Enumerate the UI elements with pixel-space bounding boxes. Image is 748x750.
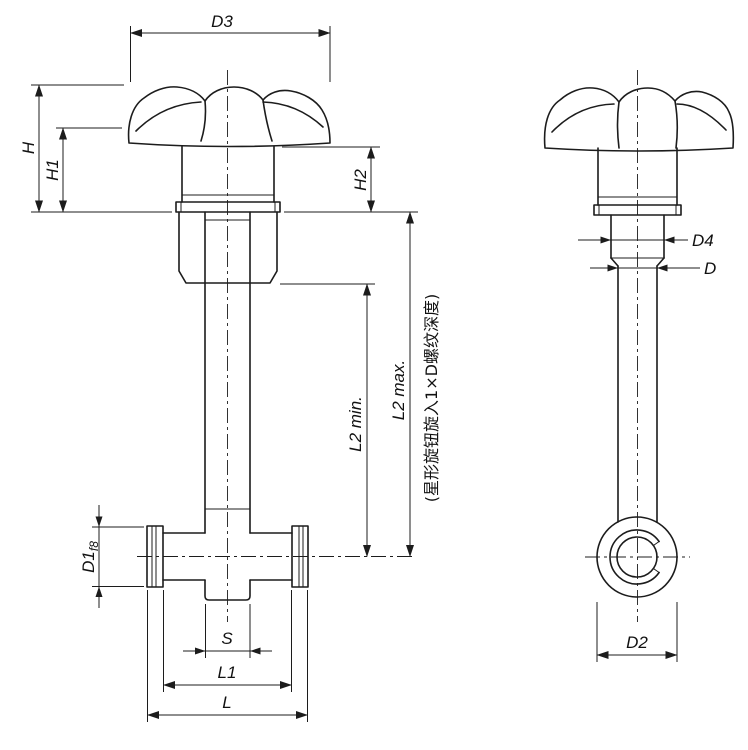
dim-h1: H1	[43, 127, 122, 213]
thread-depth-note: (星形旋钮旋入1×D螺纹深度)	[422, 294, 441, 502]
dimensions: D3 H H1 H2 L2 max. L2 min.	[19, 12, 716, 722]
star-knob-side-outline	[543, 87, 735, 152]
label-d4: D4	[692, 231, 714, 250]
knob-washer	[175, 201, 281, 213]
knob-hub	[181, 145, 275, 203]
label-l2-min: L2 min.	[346, 396, 365, 452]
star-knob-lobe-crease-left	[135, 101, 202, 132]
retaining-ring-arc	[609, 529, 660, 585]
dim-d2: D2	[596, 602, 678, 662]
dim-d3: D3	[130, 12, 331, 82]
side-neck-chamfers	[610, 257, 665, 267]
dim-l2-max: L2 max.	[389, 211, 414, 557]
star-knob-lobe-crease-right	[262, 101, 324, 128]
star-knob-lobe-edge-right	[262, 99, 273, 142]
dim-h2: H2	[282, 146, 418, 213]
star-knob-side-lobe-edge-left	[616, 101, 620, 149]
knob-washer-chamfers	[180, 201, 276, 213]
star-knob-outline	[127, 86, 331, 148]
dim-d4: D4	[578, 231, 714, 250]
shaft	[204, 211, 251, 534]
dim-d: D	[590, 259, 716, 278]
cross-pin-cap-left-grooves	[151, 525, 157, 588]
side-washer-chamfers	[598, 204, 677, 216]
dim-h: H	[19, 84, 172, 213]
side-neck	[610, 214, 665, 259]
side-shaft	[617, 265, 658, 523]
label-d1: D1f8	[79, 541, 101, 573]
cross-pin-body	[162, 532, 293, 581]
dim-l1: L1	[163, 590, 292, 692]
threaded-sleeve	[178, 211, 278, 284]
side-washer	[593, 204, 682, 216]
star-knob-side-crease-left	[551, 103, 615, 133]
side-view	[543, 70, 735, 622]
retaining-ring-gap-edges	[652, 541, 660, 573]
dim-s: S	[183, 604, 272, 658]
front-view	[127, 70, 415, 622]
pin-cap-outer-circle	[596, 516, 678, 598]
star-knob-lobe-edge-left	[200, 100, 207, 142]
dim-l2-min: L2 min.	[280, 283, 375, 557]
label-h2: H2	[351, 169, 370, 191]
label-d3: D3	[211, 12, 233, 31]
cross-pin-cap-left	[146, 525, 164, 588]
dim-l: L	[147, 590, 308, 722]
pin-end-circle	[616, 536, 658, 578]
star-knob-side-lobe-edge-right	[674, 100, 679, 149]
dim-d1: D1f8	[79, 505, 144, 608]
label-h: H	[19, 141, 38, 154]
label-l: L	[222, 693, 231, 712]
label-h1: H1	[43, 159, 62, 181]
label-s: S	[221, 629, 233, 648]
side-hub	[597, 147, 678, 206]
cross-pin-cap-right-grooves	[298, 525, 304, 588]
label-d2: D2	[626, 633, 648, 652]
label-l2-max: L2 max.	[389, 360, 408, 420]
star-knob-side-crease-right	[676, 103, 727, 131]
shaft-lower-boss	[204, 579, 251, 601]
label-d: D	[704, 259, 716, 278]
label-l1: L1	[218, 663, 237, 682]
